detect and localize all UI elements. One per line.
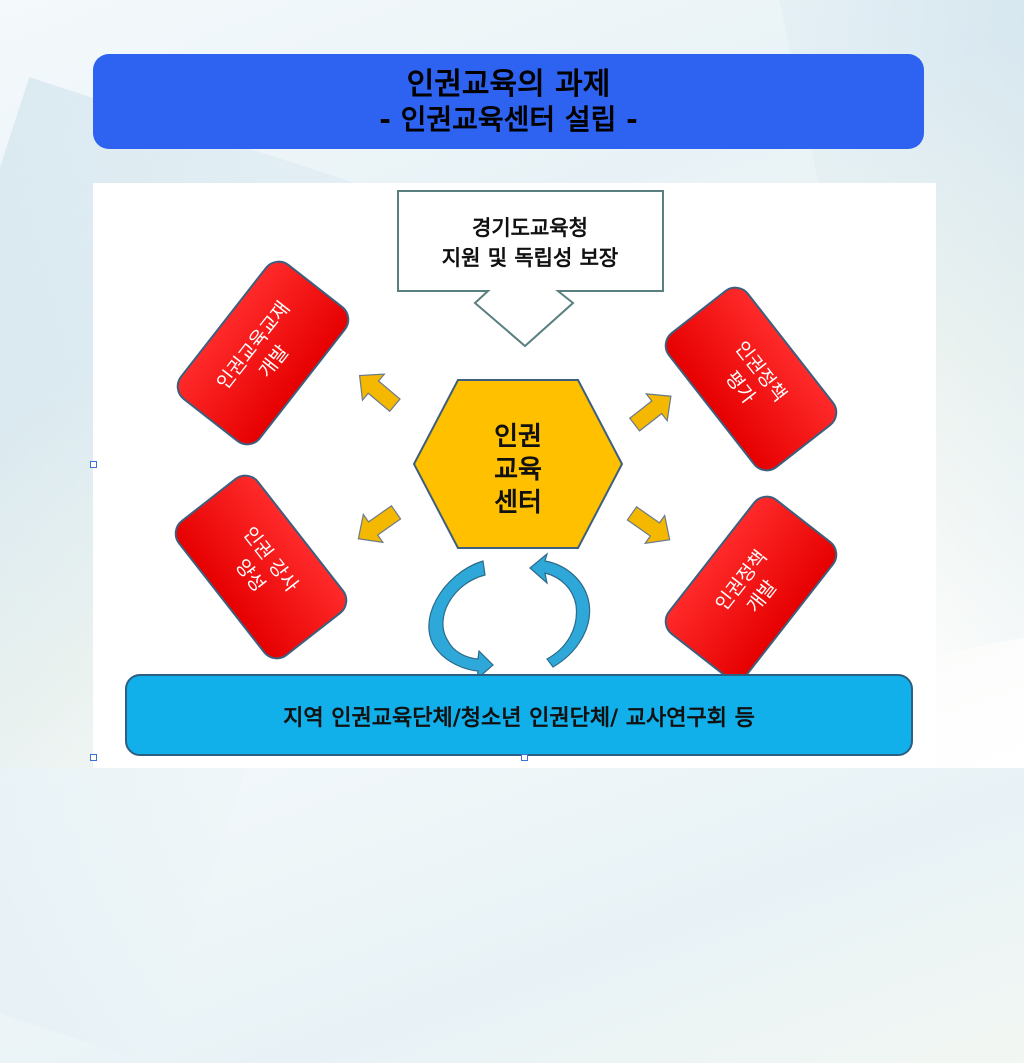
- diagram-canvas: 경기도교육청 지원 및 독립성 보장 인권 교육 센터 인권교육교재 개발 인권…: [125, 190, 913, 756]
- support-callout-box: [397, 190, 664, 348]
- support-text-line2: 지원 및 독립성 보장: [442, 246, 619, 270]
- selection-handle-bottom-left: [90, 754, 97, 761]
- diagram-panel: 경기도교육청 지원 및 독립성 보장 인권 교육 센터 인권교육교재 개발 인권…: [93, 183, 936, 768]
- title-banner: 인권교육의 과제 - 인권교육센터 설립 -: [93, 54, 924, 149]
- center-text-line2: 교육: [494, 455, 542, 485]
- arrow-to-bottom-right: [626, 505, 671, 545]
- center-text-line3: 센터: [494, 488, 542, 518]
- cycle-arrow-right: [529, 552, 591, 668]
- arrow-to-top-right: [628, 393, 672, 432]
- task-card-textbook-dev: 인권교육교재 개발: [176, 260, 350, 446]
- bottom-bar-text: 지역 인권교육단체/청소년 인권단체/ 교사연구회 등: [283, 706, 755, 731]
- selection-handle-bottom-center: [521, 754, 528, 761]
- slide-subtitle: - 인권교육센터 설립 -: [379, 102, 638, 136]
- support-text-line1: 경기도교육청: [472, 216, 588, 240]
- task-card-instructor-training: 인권 강사 양성: [174, 474, 348, 660]
- cycle-arrows-icon: [428, 552, 591, 681]
- bottom-bar: [125, 674, 913, 756]
- task-card-policy-eval: 인권정책 평가: [664, 286, 838, 472]
- cycle-arrow-left: [428, 560, 494, 681]
- center-text-line1: 인권: [494, 422, 542, 452]
- task-card-policy-dev: 인권정책 개발: [664, 495, 838, 681]
- slide-title: 인권교육의 과제: [406, 66, 611, 102]
- arrow-to-bottom-left: [357, 504, 402, 544]
- center-hexagon: [412, 379, 624, 549]
- arrow-to-top-left: [358, 373, 401, 413]
- selection-handle-left: [90, 461, 97, 468]
